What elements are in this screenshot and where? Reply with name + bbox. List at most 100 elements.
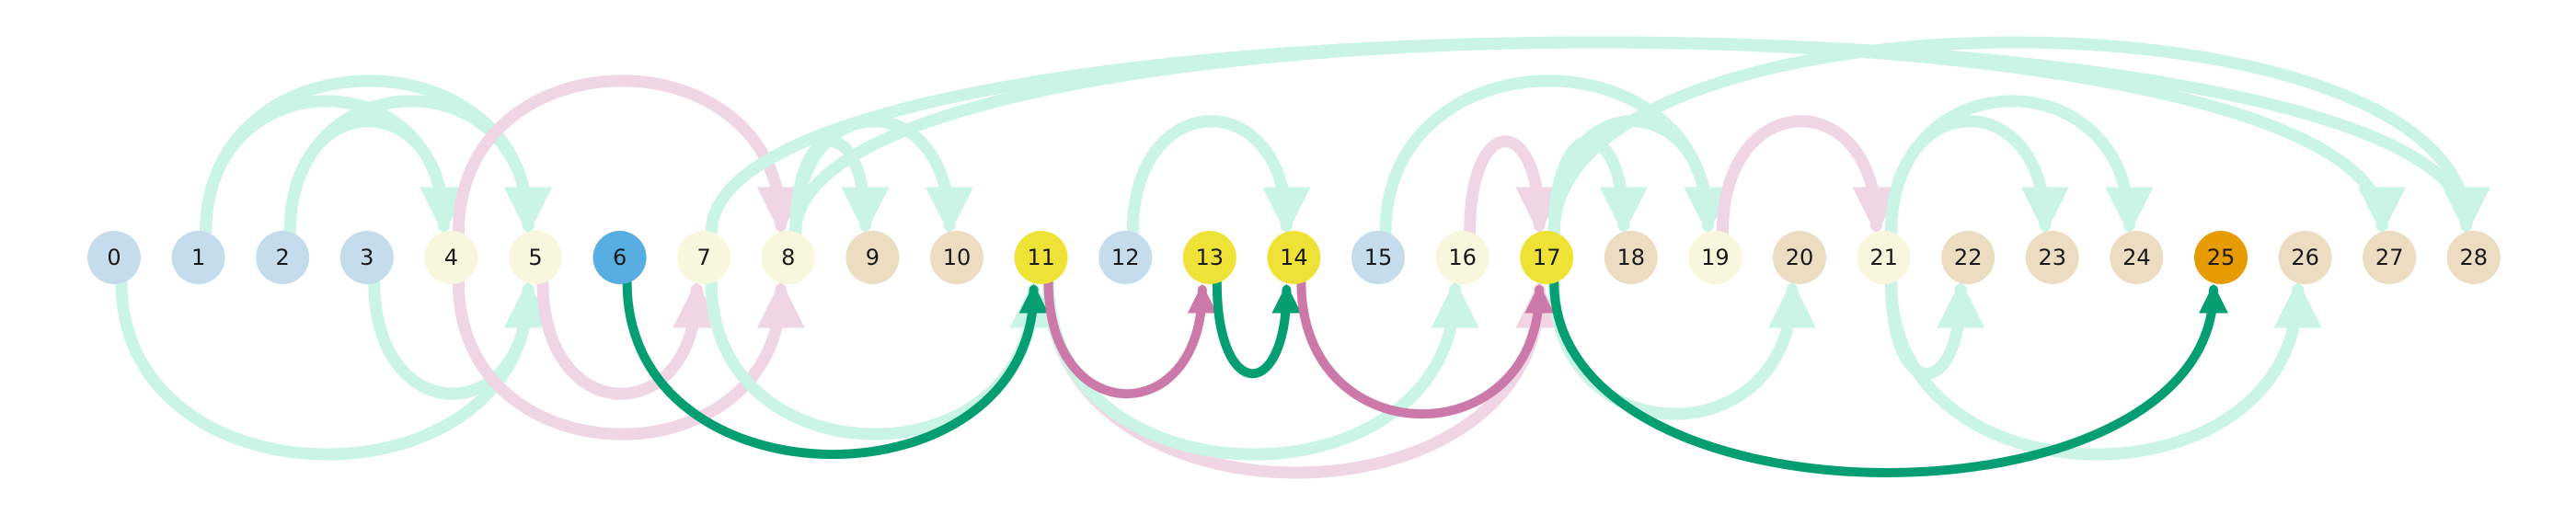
node-2-label: 2 (276, 245, 290, 270)
node-25-circle (2194, 231, 2248, 284)
node-27-circle (2363, 231, 2417, 284)
node-10-circle (930, 231, 983, 284)
edge-21-to-23 (1885, 115, 2069, 239)
node-3-circle (339, 231, 394, 284)
node-5-label: 5 (528, 245, 542, 270)
node-19-circle (1688, 231, 1742, 284)
node-4-label: 4 (444, 245, 458, 270)
node-11-label: 11 (1027, 245, 1055, 270)
node-22: 22 (1941, 231, 1995, 284)
node-9: 9 (845, 231, 900, 284)
node-20: 20 (1773, 231, 1826, 284)
node-1-label: 1 (191, 245, 205, 270)
node-23-circle (2025, 231, 2079, 284)
edge-12-to-14 (1126, 115, 1311, 239)
node-12: 12 (1098, 231, 1153, 284)
node-20-circle (1773, 231, 1826, 284)
edge-6-to-11 (622, 278, 1049, 459)
node-9-circle (845, 231, 900, 284)
node-3-label: 3 (360, 245, 374, 270)
node-11-circle (1014, 231, 1068, 284)
node-23: 23 (2025, 231, 2079, 284)
edge-17-to-20 (1547, 276, 1816, 420)
node-10-label: 10 (943, 245, 972, 270)
node-16: 16 (1435, 231, 1489, 284)
node-8: 8 (761, 231, 815, 284)
node-25: 25 (2194, 231, 2248, 284)
node-1-circle (171, 231, 225, 284)
node-17-label: 17 (1533, 245, 1561, 270)
node-12-circle (1098, 231, 1153, 284)
edge-11-to-16 (1042, 276, 1479, 461)
node-10: 10 (930, 231, 983, 284)
edge-4-to-8 (452, 74, 805, 239)
edge-1-to-4 (200, 95, 468, 239)
node-2: 2 (256, 231, 310, 284)
node-27-label: 27 (2375, 245, 2404, 270)
node-1: 1 (171, 231, 225, 284)
node-24-label: 24 (2122, 245, 2151, 270)
edge-14-to-17 (1296, 278, 1555, 419)
node-13-circle (1182, 231, 1236, 284)
edge-3-to-5 (368, 276, 552, 400)
edge-17-to-28 (1547, 36, 2490, 239)
edge-13-to-14 (1212, 278, 1302, 379)
node-26-circle (2278, 231, 2332, 284)
node-8-label: 8 (781, 245, 795, 270)
node-12-label: 12 (1111, 245, 1140, 270)
node-22-label: 22 (1954, 245, 1983, 270)
node-20-label: 20 (1786, 245, 1814, 270)
node-0-label: 0 (107, 245, 121, 270)
node-24: 24 (2110, 231, 2164, 284)
node-16-label: 16 (1448, 245, 1477, 270)
node-8-circle (761, 231, 815, 284)
node-28-circle (2446, 231, 2501, 284)
node-7-label: 7 (697, 245, 711, 270)
edge-21-to-24 (1885, 95, 2154, 239)
node-22-circle (1941, 231, 1995, 284)
edge-7-to-28 (705, 36, 2490, 239)
node-18-circle (1604, 231, 1658, 284)
node-14-label: 14 (1280, 245, 1308, 270)
node-5: 5 (509, 231, 562, 284)
node-13-label: 13 (1196, 245, 1225, 270)
node-13: 13 (1182, 231, 1236, 284)
node-15-label: 15 (1364, 245, 1393, 270)
node-16-circle (1435, 231, 1489, 284)
node-7: 7 (677, 231, 731, 284)
node-19: 19 (1688, 231, 1742, 284)
node-2-circle (256, 231, 310, 284)
node-17-circle (1520, 231, 1574, 284)
node-21-circle (1857, 231, 1911, 284)
edge-2-to-5 (283, 95, 552, 239)
node-18-label: 18 (1617, 245, 1646, 270)
node-4-circle (424, 231, 478, 284)
node-0-circle (87, 231, 141, 284)
node-25-label: 25 (2207, 245, 2236, 270)
node-14: 14 (1267, 231, 1321, 284)
node-6-label: 6 (613, 245, 627, 270)
node-15: 15 (1351, 231, 1405, 284)
node-24-circle (2110, 231, 2164, 284)
node-5-circle (509, 231, 562, 284)
node-19-label: 19 (1701, 245, 1730, 270)
node-11: 11 (1014, 231, 1068, 284)
node-27: 27 (2363, 231, 2417, 284)
edge-21-to-26 (1885, 276, 2322, 461)
node-7-circle (677, 231, 731, 284)
node-21: 21 (1857, 231, 1911, 284)
node-6-circle (592, 231, 647, 284)
node-3: 3 (339, 231, 394, 284)
node-6: 6 (592, 231, 647, 284)
node-4: 4 (424, 231, 478, 284)
edge-19-to-21 (1716, 115, 1901, 239)
node-21-label: 21 (1869, 245, 1898, 270)
node-28-label: 28 (2460, 245, 2489, 270)
edge-16-to-17 (1464, 135, 1564, 239)
node-0: 0 (87, 231, 141, 284)
edge-11-to-13 (1043, 278, 1217, 399)
node-18: 18 (1604, 231, 1658, 284)
node-17: 17 (1520, 231, 1574, 284)
node-28: 28 (2446, 231, 2501, 284)
